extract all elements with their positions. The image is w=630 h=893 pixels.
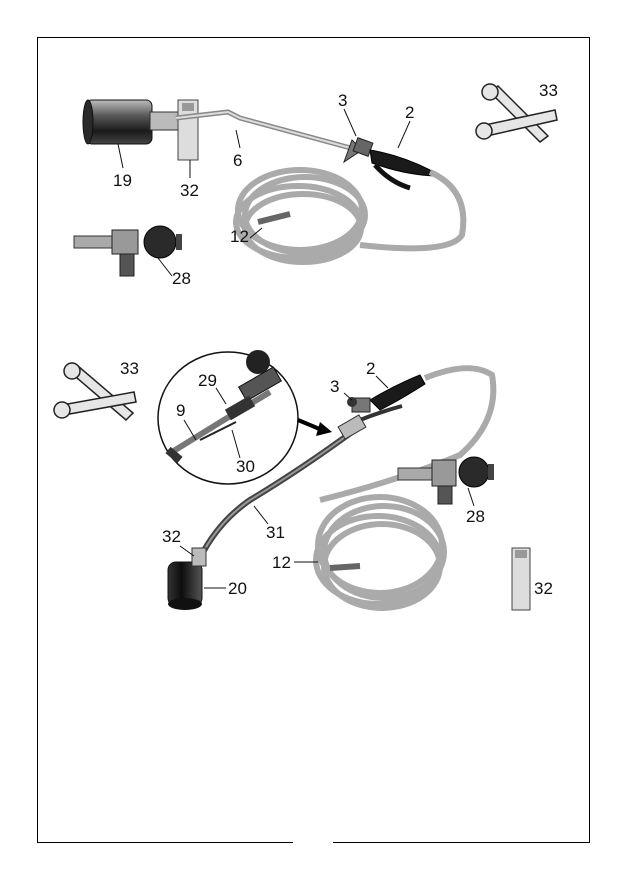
burner-head-top (83, 100, 178, 144)
label-clip-bottom: 32 (162, 527, 181, 546)
spare-clip (512, 548, 530, 610)
label-clip-top: 32 (180, 181, 199, 200)
tube-top (176, 112, 358, 150)
label-connector-detail: 30 (236, 457, 255, 476)
label-rod-detail: 9 (176, 401, 185, 420)
label-hook-detail: 29 (198, 371, 217, 390)
label-hose-bottom: 12 (272, 553, 291, 572)
label-spare-clip: 32 (534, 579, 553, 598)
label-handle-top: 2 (405, 103, 414, 122)
hose-coil-bottom (316, 368, 493, 608)
regulator-bottom (398, 457, 494, 504)
label-valve-bottom: 3 (330, 377, 339, 396)
label-wrench-bottom: 33 (120, 359, 139, 378)
hose-coil-top (236, 170, 463, 262)
handle-bottom (338, 375, 425, 439)
label-burner-bottom: 20 (228, 579, 247, 598)
clip-top (178, 100, 198, 160)
label-handle-bottom: 2 (366, 359, 375, 378)
label-tube-top: 6 (233, 151, 242, 170)
label-bent-tube: 31 (266, 523, 285, 542)
label-burner-top: 19 (113, 171, 132, 190)
label-regulator-bottom: 28 (466, 507, 485, 526)
label-regulator-top: 28 (172, 269, 191, 288)
label-valve-top: 3 (338, 91, 347, 110)
handle-top (344, 138, 436, 188)
label-wrench-top: 33 (539, 81, 558, 100)
label-hose-top: 12 (230, 227, 249, 246)
